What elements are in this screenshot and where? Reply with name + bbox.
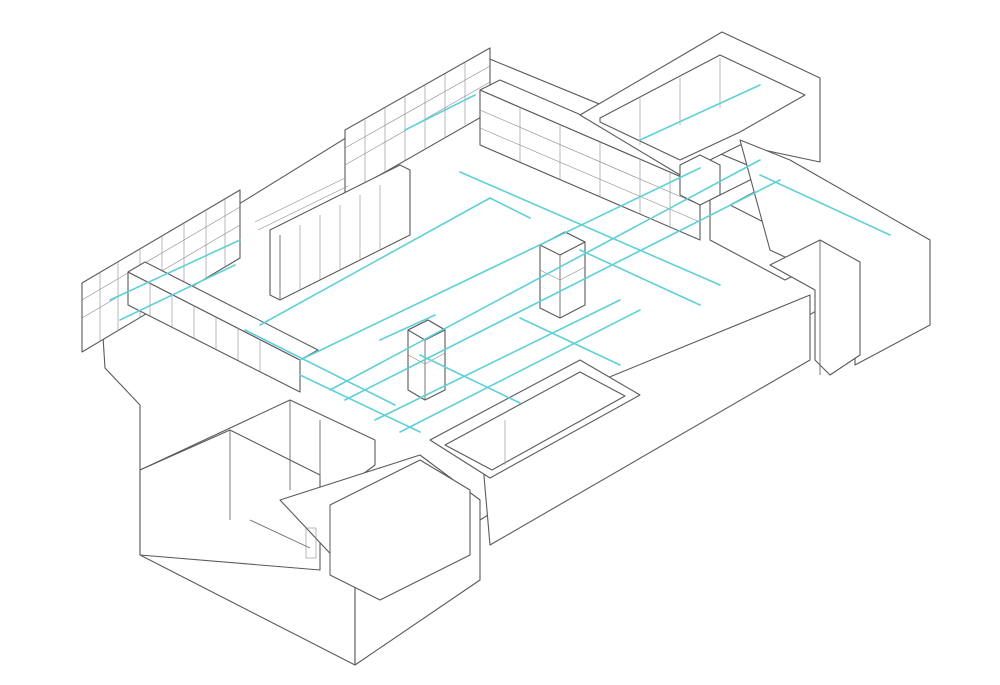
cyan-line xyxy=(639,84,761,141)
cyan-line xyxy=(419,354,521,404)
cyan-line xyxy=(399,309,641,433)
cyan-line xyxy=(244,329,396,406)
right-wing xyxy=(739,139,931,376)
cyan-line xyxy=(299,167,701,361)
circulation-axis-lines xyxy=(109,84,891,433)
display-unit-left xyxy=(407,319,446,401)
cyan-line xyxy=(299,374,421,433)
front-left-rooms xyxy=(139,399,481,666)
cyan-line xyxy=(759,174,891,236)
cyan-line xyxy=(459,171,721,286)
cyan-line xyxy=(259,197,491,326)
freestanding-panel xyxy=(254,164,411,301)
cyan-line xyxy=(519,317,621,366)
cyan-line xyxy=(329,159,761,391)
cyan-line xyxy=(579,249,701,306)
cyan-line xyxy=(404,94,476,131)
cyan-line xyxy=(379,314,436,341)
cyan-line xyxy=(374,299,621,421)
cyan-line xyxy=(344,179,781,401)
front-left-cabinet xyxy=(127,261,319,393)
back-left-glazed-wall xyxy=(344,47,491,196)
display-unit-right xyxy=(539,231,586,319)
cyan-line xyxy=(109,239,241,301)
front-right-wall xyxy=(429,294,811,546)
cyan-line xyxy=(489,197,531,219)
cyan-line xyxy=(119,264,236,321)
